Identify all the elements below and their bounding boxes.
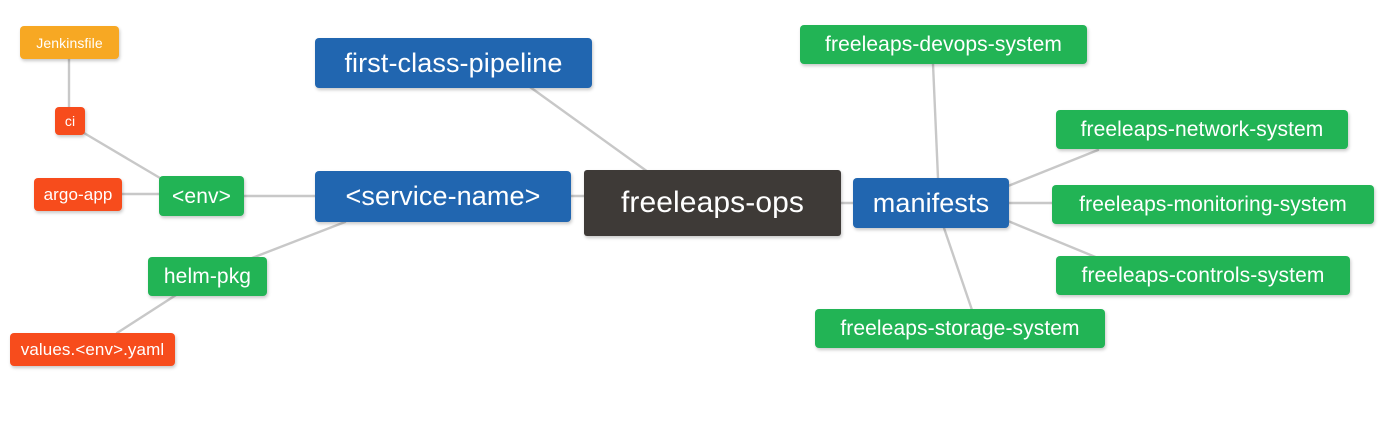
node-values-yaml[interactable]: values.<env>.yaml: [10, 333, 175, 366]
node-label: Jenkinsfile: [36, 34, 103, 51]
node-label: freeleaps-monitoring-system: [1079, 193, 1347, 216]
node-freeleaps-network-system[interactable]: freeleaps-network-system: [1056, 110, 1348, 149]
node-ci[interactable]: ci: [55, 107, 85, 135]
node-freeleaps-storage-system[interactable]: freeleaps-storage-system: [815, 309, 1105, 348]
node-first-class-pipeline[interactable]: first-class-pipeline: [315, 38, 592, 88]
edge-helmpkg-servicename: [250, 220, 347, 260]
node-argo-app[interactable]: argo-app: [34, 178, 122, 211]
node-freeleaps-ops[interactable]: freeleaps-ops: [584, 170, 841, 236]
node-label: freeleaps-controls-system: [1081, 264, 1325, 287]
edge-manifests-network: [1006, 148, 1100, 188]
node-service-name[interactable]: <service-name>: [315, 171, 571, 222]
node-label: <env>: [172, 184, 231, 208]
edge-ci-env: [82, 131, 162, 180]
edge-manifests-storage: [942, 226, 974, 312]
node-freeleaps-devops-system[interactable]: freeleaps-devops-system: [800, 25, 1087, 64]
node-freeleaps-controls-system[interactable]: freeleaps-controls-system: [1056, 256, 1350, 295]
edge-valuesyaml-helmpkg: [115, 293, 178, 335]
node-label: helm-pkg: [163, 265, 252, 288]
edge-pipeline-root: [528, 85, 650, 174]
node-label: first-class-pipeline: [344, 47, 563, 78]
node-label: ci: [64, 113, 76, 129]
edge-manifests-devops: [931, 62, 940, 180]
node-label: freeleaps-storage-system: [840, 317, 1080, 340]
node-label: freeleaps-network-system: [1080, 118, 1324, 141]
node-label: argo-app: [43, 185, 113, 204]
node-helm-pkg[interactable]: helm-pkg: [148, 257, 267, 296]
node-label: manifests: [872, 187, 990, 218]
node-jenkinsfile[interactable]: Jenkinsfile: [20, 26, 119, 59]
node-label: freeleaps-ops: [620, 186, 805, 219]
node-label: <service-name>: [345, 181, 541, 211]
node-manifests[interactable]: manifests: [853, 178, 1009, 228]
node-label: values.<env>.yaml: [20, 340, 165, 359]
node-freeleaps-monitoring-system[interactable]: freeleaps-monitoring-system: [1052, 185, 1374, 224]
node-label: freeleaps-devops-system: [825, 33, 1062, 56]
node-env[interactable]: <env>: [159, 176, 244, 216]
